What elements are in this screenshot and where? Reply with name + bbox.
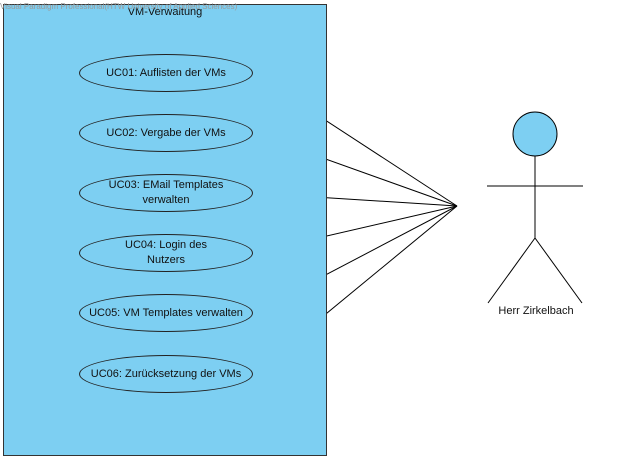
use-case-label: UC06: Zurücksetzung der VMs	[90, 367, 242, 380]
use-case-label: UC03: EMail Templates verwalten	[108, 179, 224, 206]
use-case-uc02[interactable]: UC02: Vergabe der VMs	[79, 114, 253, 152]
use-case-uc06[interactable]: UC06: Zurücksetzung der VMs	[79, 355, 253, 393]
use-case-uc05[interactable]: UC05: VM Templates verwalten	[79, 294, 253, 332]
use-case-label: UC04: Login des Nutzers	[125, 239, 207, 266]
use-case-label: UC05: VM Templates verwalten	[89, 306, 243, 319]
watermark: Visual Paradigm Professional(HTW Univers…	[0, 2, 238, 11]
system-title: VM-Verwaltung	[127, 6, 203, 18]
actor-right-leg	[534, 237, 583, 304]
actor-name: Herr Zirkelbach	[498, 305, 574, 317]
use-case-uc04[interactable]: UC04: Login des Nutzers	[79, 234, 253, 272]
use-case-label: UC01: Auflisten der VMs	[106, 66, 226, 79]
use-case-label: UC02: Vergabe der VMs	[106, 126, 226, 139]
use-case-uc01[interactable]: UC01: Auflisten der VMs	[79, 54, 253, 92]
actor-icon[interactable]	[487, 111, 583, 304]
actor-left-leg	[487, 237, 536, 304]
use-case-uc03[interactable]: UC03: EMail Templates verwalten	[79, 174, 253, 212]
actor-head	[512, 111, 558, 157]
